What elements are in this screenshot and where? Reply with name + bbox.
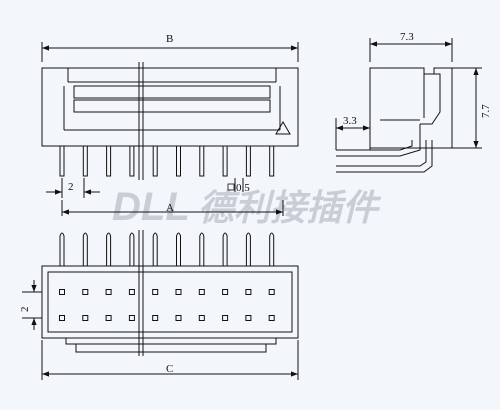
label-a: A bbox=[166, 202, 174, 214]
top-pin bbox=[152, 232, 158, 266]
pin-hole bbox=[82, 315, 89, 321]
label-c: C bbox=[166, 363, 173, 375]
label-side-width: 7.3 bbox=[400, 31, 414, 43]
top-pin bbox=[129, 232, 135, 266]
label-pitch: 2 bbox=[68, 181, 74, 193]
pin-hole bbox=[175, 315, 182, 321]
front-view bbox=[41, 42, 299, 198]
top-pin bbox=[199, 232, 205, 266]
pin-hole bbox=[245, 289, 252, 295]
pin-hole bbox=[245, 315, 252, 321]
label-side-offset: 3.3 bbox=[343, 115, 357, 127]
pin-hole bbox=[268, 289, 275, 295]
pin-hole bbox=[222, 315, 229, 321]
pin-hole bbox=[198, 289, 205, 295]
front-pin bbox=[129, 145, 135, 177]
pin-hole bbox=[152, 315, 159, 321]
watermark-latin: DLL bbox=[112, 185, 190, 229]
label-row-pitch: 2 bbox=[19, 307, 31, 313]
top-pin bbox=[222, 232, 228, 266]
front-pins bbox=[59, 145, 275, 177]
label-pin-square: 0.5 bbox=[236, 182, 250, 194]
front-pin bbox=[269, 145, 275, 177]
pin-hole bbox=[82, 289, 89, 295]
polarity-triangle bbox=[275, 121, 291, 135]
front-pin bbox=[245, 145, 251, 177]
side-view bbox=[335, 38, 482, 173]
top-pin bbox=[82, 232, 88, 266]
pin-hole bbox=[268, 315, 275, 321]
front-body bbox=[41, 67, 299, 147]
front-pin bbox=[59, 145, 65, 177]
pin-hole bbox=[128, 315, 135, 321]
label-b: B bbox=[166, 33, 173, 45]
top-body bbox=[41, 265, 299, 339]
front-pin bbox=[106, 145, 112, 177]
pin-hole bbox=[105, 289, 112, 295]
pin-hole bbox=[222, 289, 229, 295]
top-pins bbox=[59, 232, 275, 266]
top-pin bbox=[176, 232, 181, 266]
pin-hole bbox=[59, 289, 65, 295]
pin-hole bbox=[59, 315, 65, 321]
front-pin bbox=[152, 145, 158, 177]
square-symbol-icon bbox=[227, 183, 235, 191]
front-pin bbox=[176, 145, 181, 177]
top-pin bbox=[245, 232, 251, 266]
pin-hole bbox=[152, 289, 159, 295]
front-pin bbox=[222, 145, 228, 177]
top-pin bbox=[106, 232, 112, 266]
pin-hole bbox=[128, 289, 135, 295]
front-pin bbox=[199, 145, 205, 177]
top-view bbox=[22, 200, 299, 380]
top-holes bbox=[59, 289, 275, 321]
pin-hole bbox=[175, 289, 182, 295]
pin-hole bbox=[198, 315, 205, 321]
top-pin bbox=[59, 232, 65, 266]
watermark: DLL 德利接插件 bbox=[112, 185, 382, 229]
front-pin bbox=[82, 145, 88, 177]
top-pin bbox=[269, 232, 275, 266]
label-side-height: 7.7 bbox=[480, 104, 492, 118]
pin-hole bbox=[105, 315, 112, 321]
watermark-cjk: 德利接插件 bbox=[198, 187, 382, 228]
